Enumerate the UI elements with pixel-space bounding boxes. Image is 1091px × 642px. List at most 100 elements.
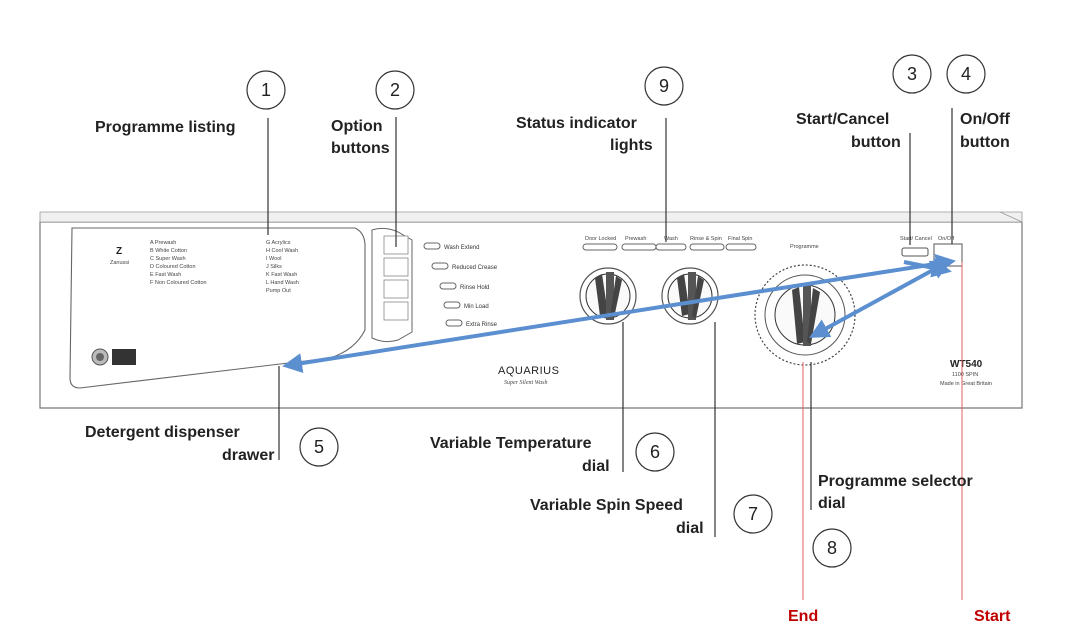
callout-circle <box>733 494 773 534</box>
option-button[interactable] <box>431 262 449 270</box>
end-marker-label: End <box>788 608 818 625</box>
programme-listing: A Prewash B White Cotton C Super Wash D … <box>150 240 299 294</box>
callout-number: 1 <box>261 80 271 100</box>
callout-circle <box>635 432 675 472</box>
start-marker-label: Start <box>974 608 1011 625</box>
callout-label: Option <box>331 118 383 135</box>
callout-label: drawer <box>222 447 274 464</box>
option-label: Reduced Crease <box>452 265 498 271</box>
option-button[interactable] <box>445 319 463 327</box>
status-light <box>689 243 725 251</box>
red-markers: End Start <box>788 262 1011 625</box>
control-panel: Z Zanussi A Prewash B White Cotton C Sup… <box>39 211 1023 409</box>
callout-label: dial <box>582 458 610 475</box>
callout-label: Status indicator <box>516 115 637 132</box>
programme-item: I Wool <box>266 256 282 262</box>
programme-item: K Fast Wash <box>266 272 297 278</box>
status-label: Rinse & Spin <box>690 236 722 242</box>
callout-number: 9 <box>659 76 669 96</box>
callout-1: 1 Programme listing <box>95 70 286 136</box>
callout-label: Start/Cancel <box>796 111 889 128</box>
callout-circle <box>892 54 932 94</box>
programme-item: A Prewash <box>150 240 176 246</box>
option-label: Min Load <box>464 304 489 310</box>
option-button[interactable] <box>423 242 441 250</box>
callout-label: Variable Spin Speed <box>530 497 683 514</box>
callout-number: 8 <box>827 538 837 558</box>
logo-sub: Zanussi <box>110 260 129 266</box>
callout-label: On/Off <box>960 111 1010 128</box>
callout-5: 5 Detergent dispenser drawer <box>85 424 339 467</box>
brand-logo: Z Zanussi <box>110 246 129 266</box>
start-cancel-button[interactable] <box>901 247 929 257</box>
care-symbols <box>91 348 136 366</box>
callout-number: 7 <box>748 504 758 524</box>
callout-number: 3 <box>907 64 917 84</box>
callout-2: 2 Option buttons <box>331 70 415 157</box>
callout-label: lights <box>610 137 653 154</box>
callout-label: buttons <box>331 140 390 157</box>
programme-item: B White Cotton <box>150 248 187 254</box>
callout-label: Programme listing <box>95 119 235 136</box>
callout-label: button <box>960 134 1010 151</box>
brand-name: AQUARIUS <box>498 365 559 377</box>
spin-speed-dial[interactable] <box>661 267 719 325</box>
status-label: Final Spin <box>728 236 752 242</box>
callout-circle <box>375 70 415 110</box>
callout-8: 8 Programme selector dial <box>812 473 973 568</box>
brand-subtitle: Super Silent Wash <box>504 380 547 386</box>
model-origin: Made in Great Britain <box>940 381 992 387</box>
status-light <box>582 243 618 251</box>
blue-arrows <box>282 253 956 374</box>
callout-label: button <box>851 134 901 151</box>
programme-item: G Acrylics <box>266 240 291 246</box>
status-light <box>621 243 657 251</box>
status-lights: Door Locked Prewash Wash Rinse & Spin Fi… <box>582 236 757 251</box>
option-label: Extra Rinse <box>466 322 498 328</box>
callout-label: Programme selector <box>818 473 973 490</box>
logo-badge: Z <box>116 246 122 257</box>
option-button[interactable] <box>439 282 457 290</box>
programme-item: J Silks <box>266 264 282 270</box>
on-off-label: On/Off <box>938 236 955 242</box>
status-label: Wash <box>664 236 678 242</box>
programme-item: E Fast Wash <box>150 272 181 278</box>
programme-item: Pump Out <box>266 288 291 294</box>
callout-label: dial <box>676 520 704 537</box>
option-label: Rinse Hold <box>460 285 489 291</box>
model-name: WT540 <box>950 359 983 370</box>
programme-item: H Cool Wash <box>266 248 298 254</box>
status-label: Door Locked <box>585 236 616 242</box>
programme-item: C Super Wash <box>150 256 186 262</box>
callout-4: 4 On/Off button <box>946 54 1010 151</box>
callout-label: Detergent dispenser <box>85 424 240 441</box>
callout-circle <box>299 427 339 467</box>
callout-7: 7 Variable Spin Speed dial <box>530 494 773 537</box>
callout-number: 4 <box>961 64 971 84</box>
callout-number: 6 <box>650 442 660 462</box>
programme-item: F Non Coloured Cotton <box>150 280 207 286</box>
start-cancel-label: Start/ Cancel <box>900 236 932 242</box>
callout-number: 2 <box>390 80 400 100</box>
option-button[interactable] <box>443 301 461 309</box>
callout-label: Variable Temperature <box>430 435 592 452</box>
option-buttons-panel <box>371 227 413 343</box>
programme-item: L Hand Wash <box>266 280 299 286</box>
callout-3: 3 Start/Cancel button <box>796 54 932 151</box>
callout-circle <box>246 70 286 110</box>
callout-circle <box>812 528 852 568</box>
model-spin: 1100 SPIN <box>952 372 978 378</box>
status-light <box>655 243 687 251</box>
option-label: Wash Extend <box>444 245 479 251</box>
callout-9: 9 Status indicator lights <box>516 66 684 154</box>
callout-circle <box>644 66 684 106</box>
callout-label: dial <box>818 495 846 512</box>
status-light <box>725 243 757 251</box>
programme-item: D Coloured Cotton <box>150 264 196 270</box>
programme-dial-label: Programme <box>790 244 819 250</box>
callout-number: 5 <box>314 437 324 457</box>
callout-circle <box>946 54 986 94</box>
status-label: Prewash <box>625 236 646 242</box>
